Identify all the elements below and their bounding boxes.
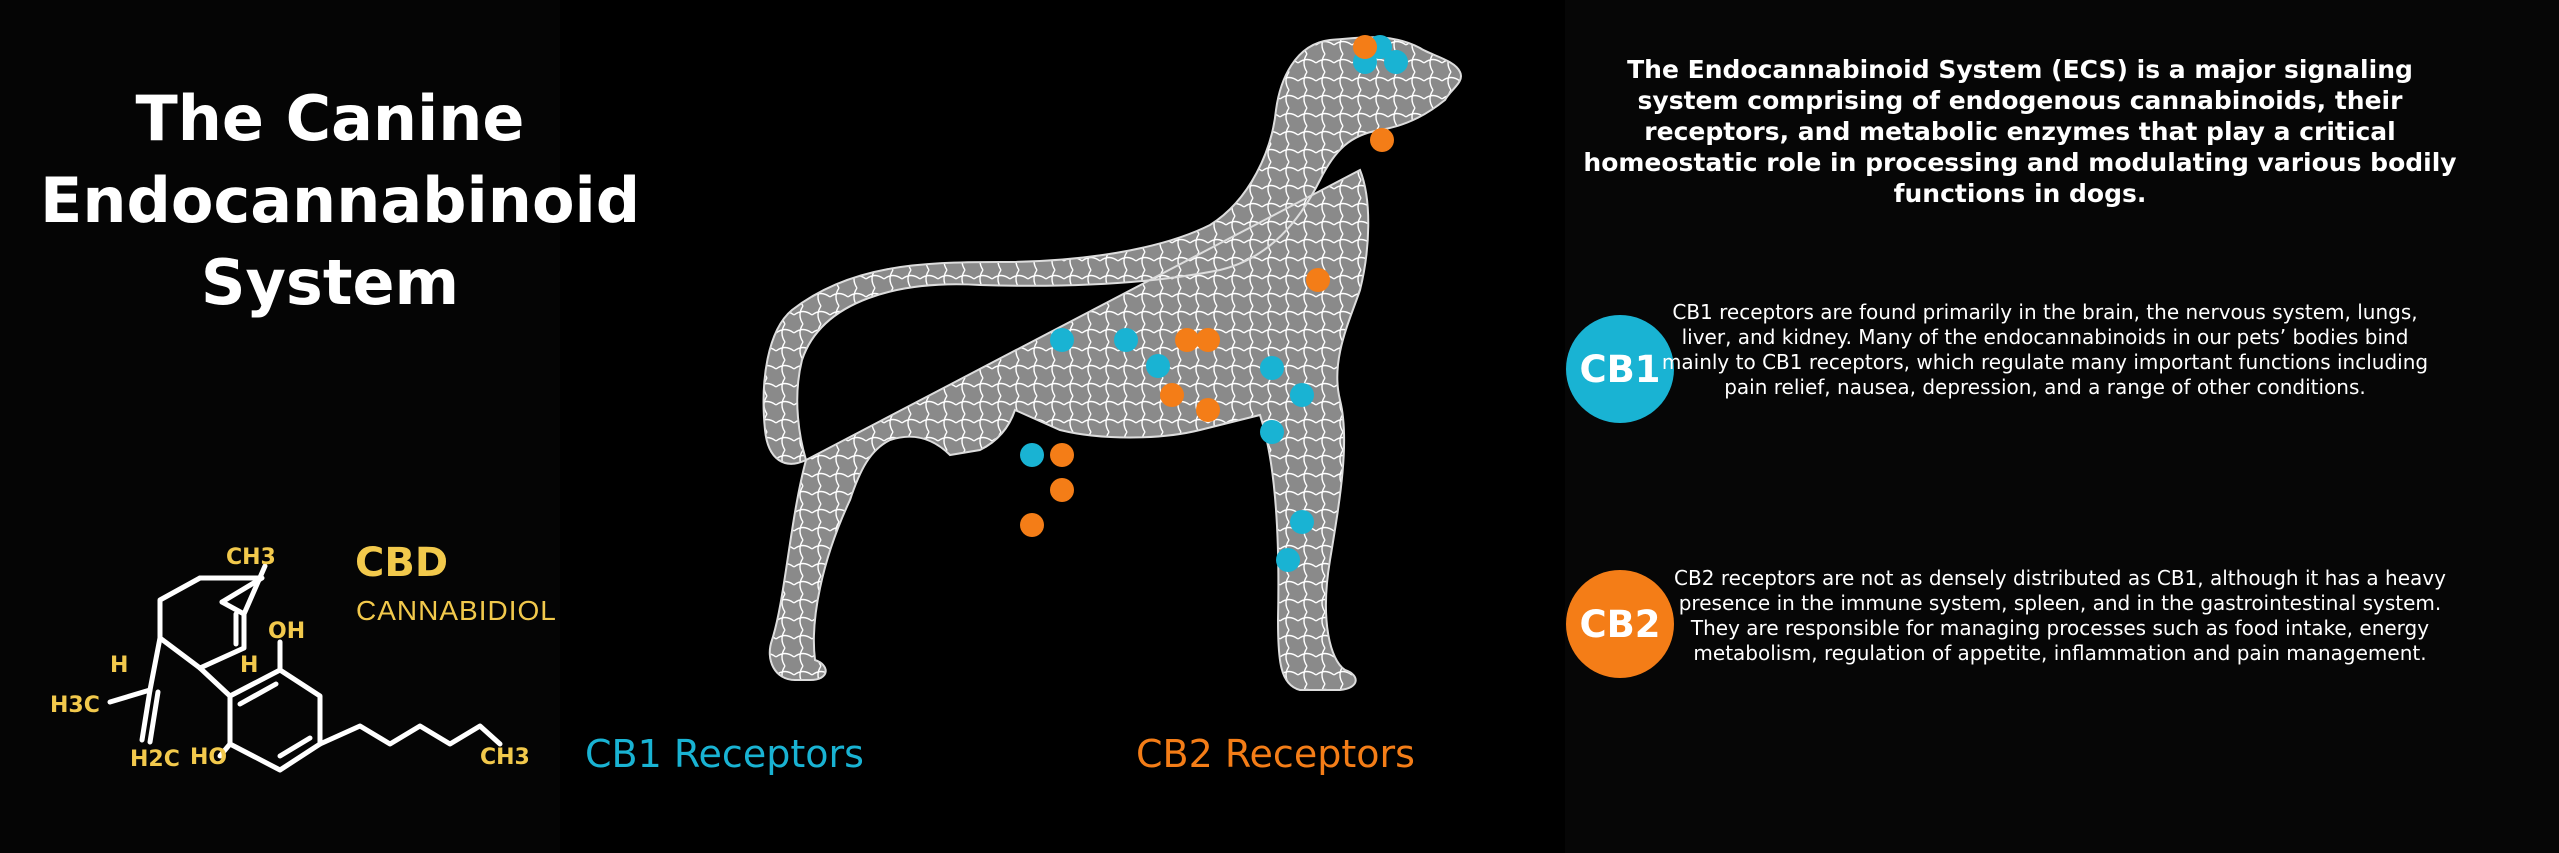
title-line-3: System	[200, 246, 460, 319]
cb1-dot	[1384, 50, 1408, 74]
cbd-subtitle: CANNABIDIOL	[356, 595, 557, 626]
cb1-dot	[1290, 510, 1314, 534]
left-panel	[0, 0, 560, 853]
molecule-label-oh: OH	[268, 619, 305, 644]
cb2-dot	[1050, 443, 1074, 467]
cb1-badge: CB1	[1566, 315, 1674, 423]
cb2-badge: CB2	[1566, 570, 1674, 678]
cb1-dot	[1290, 383, 1314, 407]
cb1-badge-label: CB1	[1579, 347, 1661, 391]
molecule-label-h2c: H2C	[130, 747, 180, 772]
molecule-label-h-right: H	[240, 653, 258, 678]
cb2-dot	[1370, 128, 1394, 152]
cb2-dot	[1020, 513, 1044, 537]
cb1-dot	[1114, 328, 1138, 352]
cb2-dot	[1160, 383, 1184, 407]
cbd-molecule-diagram: CH3 OH H H H3C H2C HO CH3	[50, 545, 530, 773]
cb2-dot	[1306, 268, 1330, 292]
molecule-label-ch3-tail: CH3	[480, 745, 530, 770]
right-panel	[1565, 0, 2559, 853]
cbd-label: CBD	[355, 540, 449, 586]
cb2-dot	[1175, 328, 1199, 352]
cb1-dot	[1050, 328, 1074, 352]
cb2-badge-label: CB2	[1579, 602, 1661, 646]
intro-text: The Endocannabinoid System (ECS) is a ma…	[1583, 55, 2457, 208]
legend-cb2-receptors: CB2 Receptors	[1136, 732, 1415, 776]
cb1-description: CB1 receptors are found primarily in the…	[1661, 300, 2429, 399]
cb2-dot	[1050, 478, 1074, 502]
title-line-2: Endocannabinoid	[40, 164, 641, 237]
cb1-dot	[1260, 356, 1284, 380]
molecule-label-h-left: H	[110, 653, 128, 678]
dog-silhouette	[762, 36, 1462, 691]
cb2-receptor-dots	[1020, 35, 1394, 537]
legend-cb1-receptors: CB1 Receptors	[585, 732, 864, 776]
cb1-dot	[1020, 443, 1044, 467]
molecule-label-ch3-top: CH3	[226, 545, 276, 570]
cb1-dot	[1260, 420, 1284, 444]
title-line-1: The Canine	[135, 82, 525, 155]
page-title: The Canine Endocannabinoid System	[40, 78, 641, 324]
cb1-dot	[1276, 548, 1300, 572]
molecule-label-ho: HO	[190, 745, 227, 770]
cb2-dot	[1353, 35, 1377, 59]
cb2-description: CB2 receptors are not as densely distrib…	[1674, 566, 2446, 665]
cb2-dot	[1196, 398, 1220, 422]
dog-illustration	[762, 35, 1462, 691]
cb1-dot	[1146, 354, 1170, 378]
molecule-label-h3c: H3C	[50, 693, 100, 718]
cb2-dot	[1196, 328, 1220, 352]
